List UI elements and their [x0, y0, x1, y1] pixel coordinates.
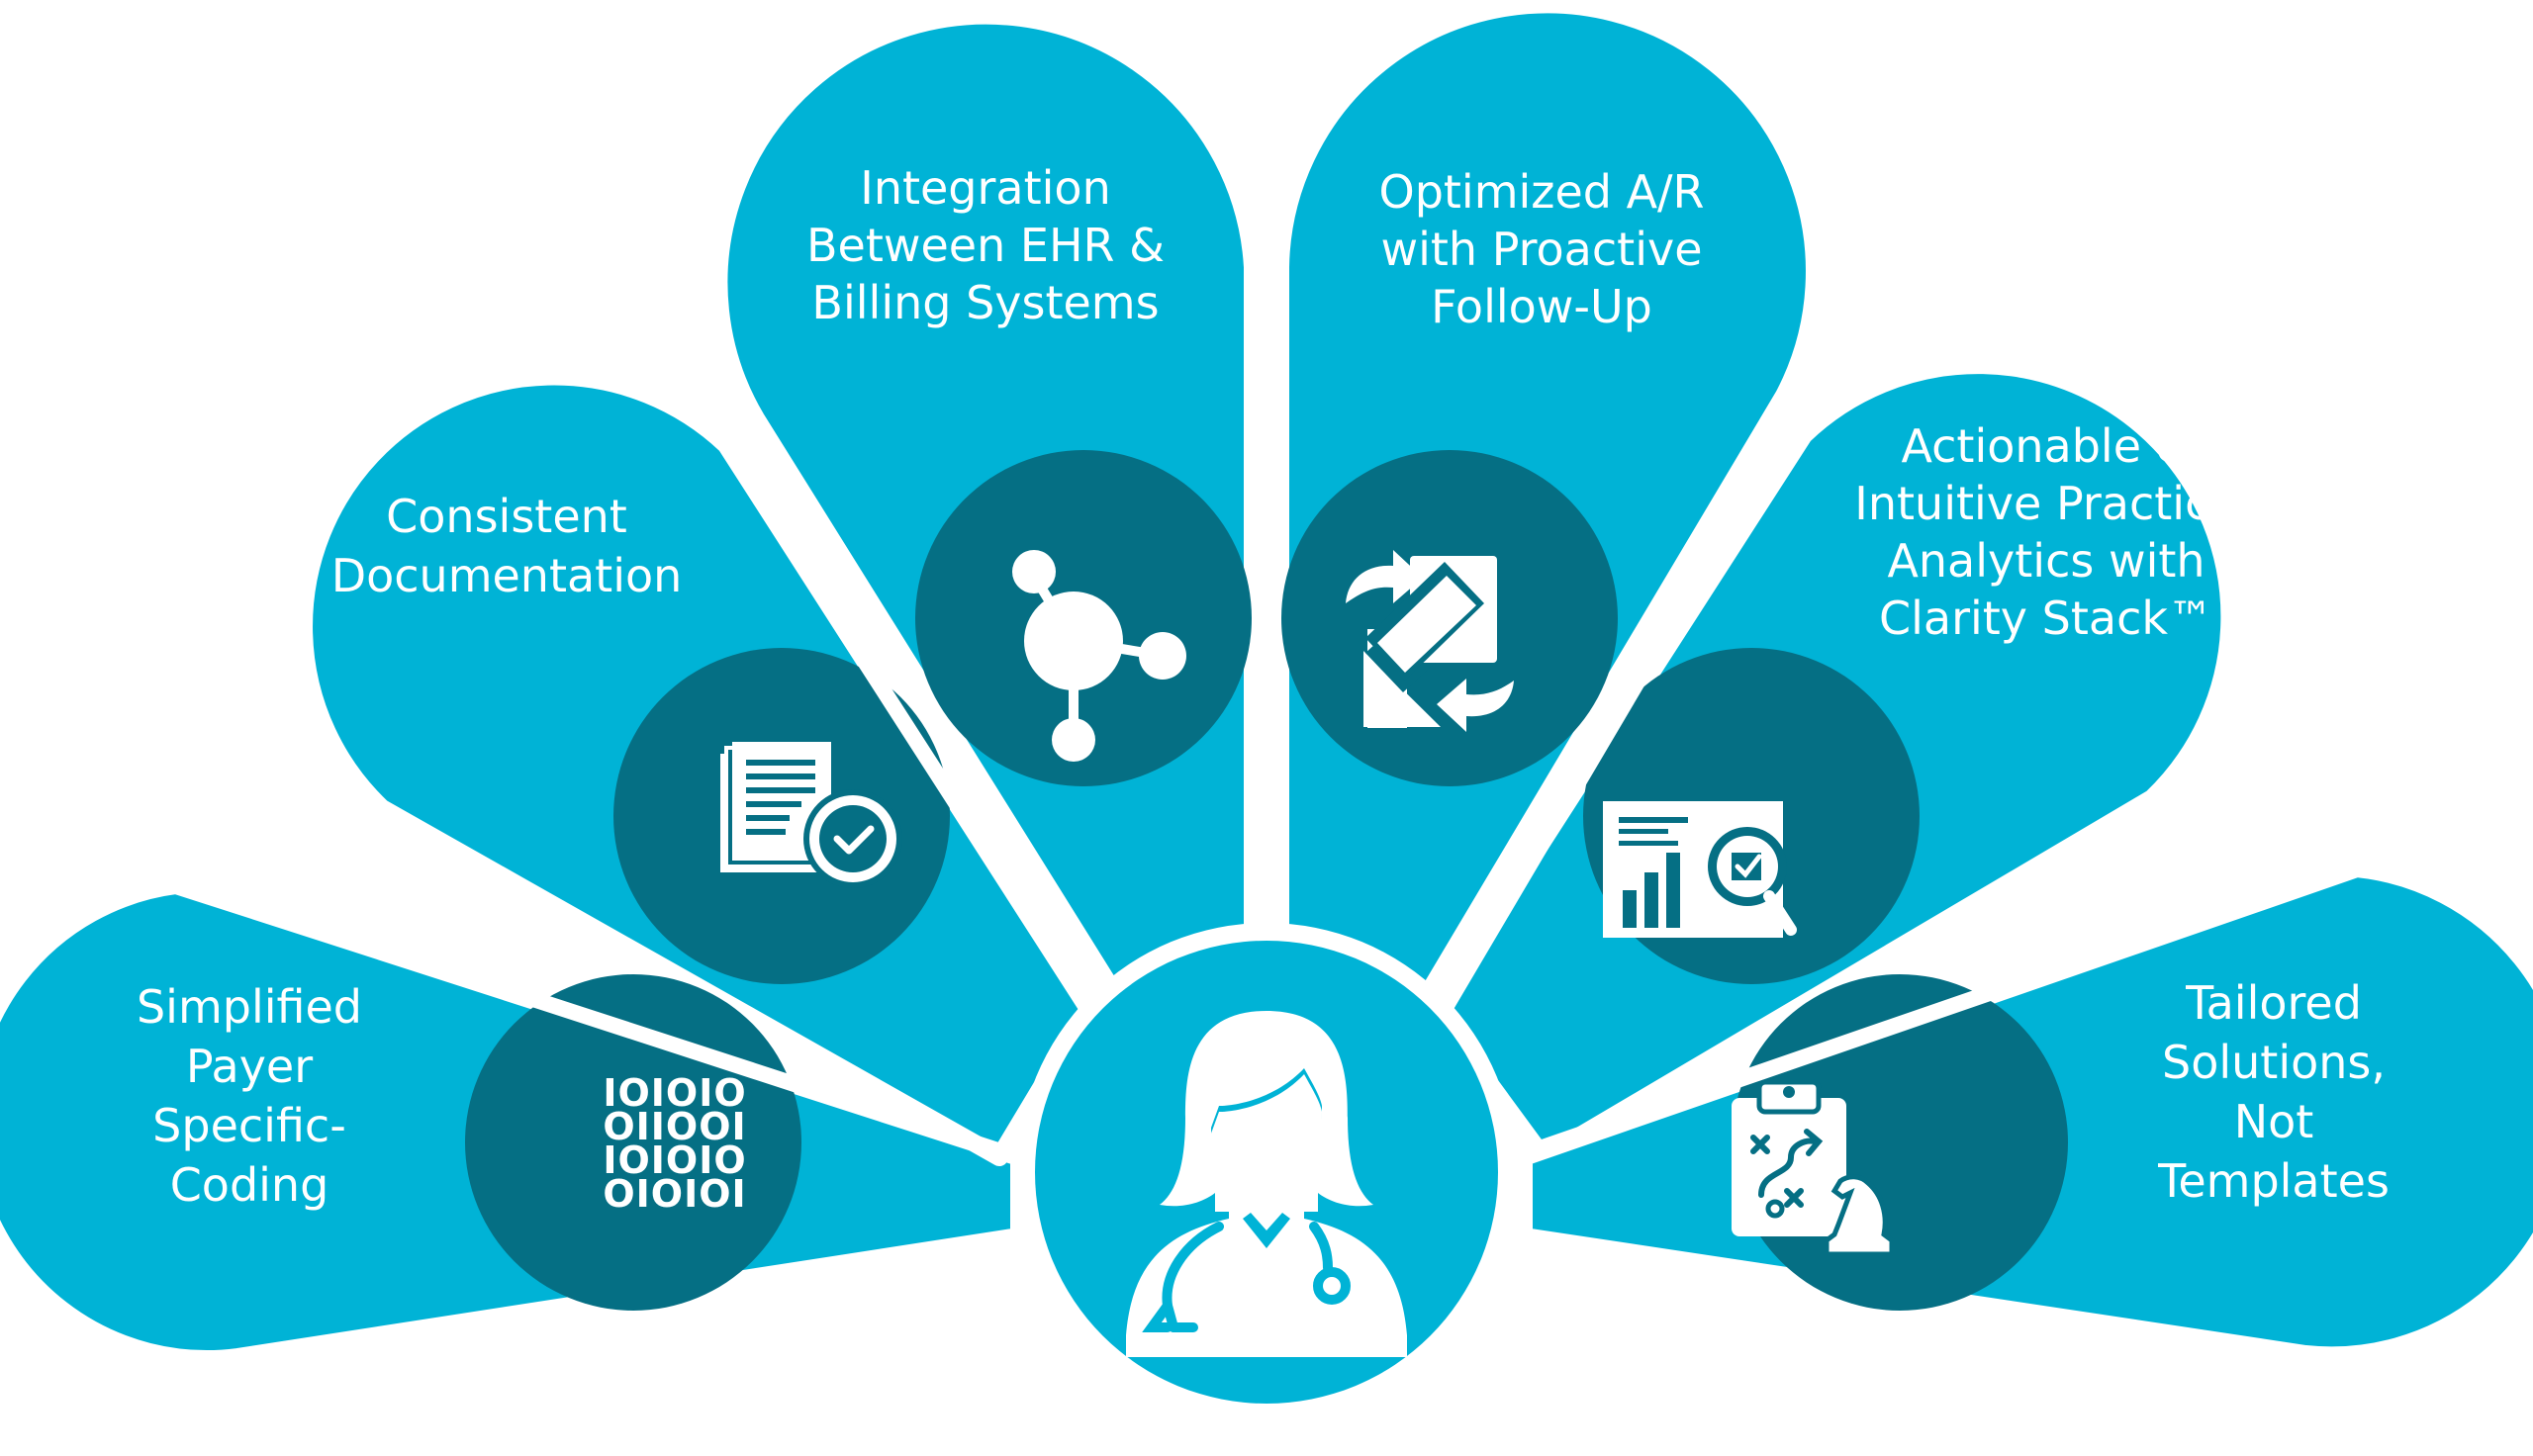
binary-row: IOIOIO	[603, 1071, 746, 1115]
document-check-icon	[720, 742, 902, 888]
petal-label-line: Intuitive Practice	[1854, 477, 2237, 530]
binary-row: IOIOIO	[603, 1138, 746, 1182]
petal-label-line: Analytics with	[1887, 534, 2205, 588]
petal-label-line: Coding	[170, 1158, 329, 1212]
petal-label-line: Tailored	[2185, 976, 2362, 1030]
petal-label-line: Consistent	[386, 490, 627, 543]
petal-label-line: Clarity Stack™	[1879, 592, 2213, 645]
stethoscope	[1142, 1222, 1351, 1332]
petal-label-line: Integration	[860, 161, 1110, 215]
petal-label-line: Templates	[2157, 1154, 2390, 1208]
petal-label-line: Solutions,	[2162, 1036, 2386, 1089]
petal-separators	[160, 259, 2373, 1165]
petal-label-line: Specific-	[152, 1099, 346, 1152]
petal-label-line: Actionable &	[1901, 419, 2191, 473]
petal-label-line: Between EHR &	[806, 219, 1165, 272]
binary-row: OIIOOI	[603, 1105, 746, 1148]
petal-label-line: Payer	[186, 1040, 313, 1093]
integration-hub-icon	[1012, 550, 1186, 762]
petal-label-line: Documentation	[331, 549, 683, 602]
petal-label-line: Not	[2234, 1095, 2314, 1148]
coat-opening	[1243, 1213, 1290, 1248]
document-cycle-icon	[1346, 550, 1514, 732]
analytics-report-icon	[1603, 801, 1797, 938]
petal-label-line: Billing Systems	[811, 276, 1159, 329]
strategy-clipboard-icon	[1732, 1079, 1895, 1257]
binary-row: OIOIOI	[603, 1172, 746, 1216]
petal-label-line: Optimized A/R	[1378, 165, 1704, 219]
petal-label-line: with Proactive	[1380, 223, 1702, 276]
petal-label-line: Follow-Up	[1431, 280, 1652, 333]
petal-label-line: Simplified	[137, 980, 362, 1034]
